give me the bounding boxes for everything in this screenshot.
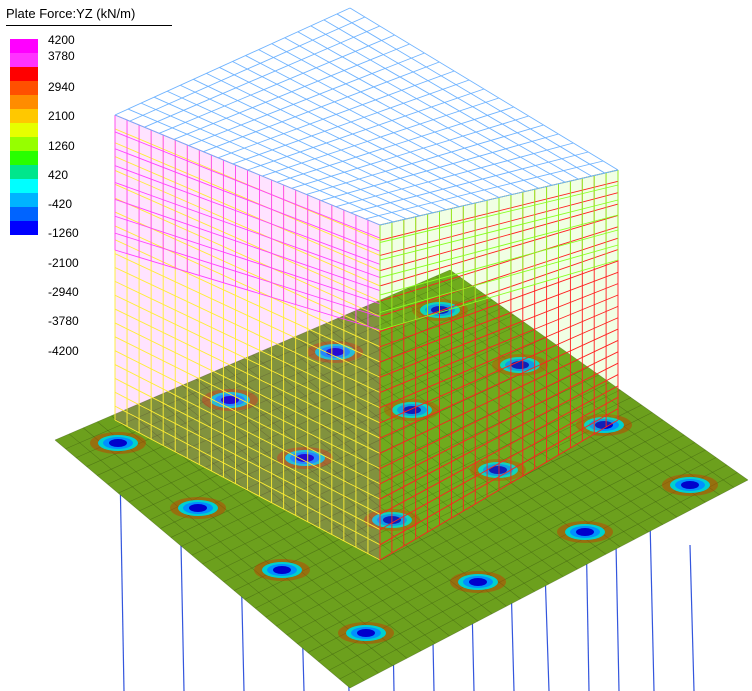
legend-label: -1260 (48, 226, 79, 240)
pile-head-marker (277, 447, 333, 469)
legend-title-underline (6, 25, 172, 26)
wall-mesh (114, 7, 619, 561)
pile-head-marker (307, 341, 363, 363)
legend-label: -420 (48, 197, 73, 211)
legend-swatch (10, 165, 38, 179)
legend-label: -2940 (48, 285, 79, 299)
pile-head-marker (202, 389, 258, 411)
legend-label: 1260 (48, 139, 75, 153)
pile-head-marker (450, 571, 506, 593)
pile-head-marker (338, 622, 394, 644)
legend-label: 3780 (48, 49, 75, 63)
legend-label: 4200 (48, 33, 75, 47)
legend-label: 420 (48, 168, 69, 182)
legend-swatch (10, 39, 38, 53)
legend-label: -4200 (48, 344, 79, 358)
legend-swatch (10, 207, 38, 221)
legend-label: 2100 (48, 109, 75, 123)
pile-head-marker (170, 497, 226, 519)
legend-label: -3780 (48, 314, 79, 328)
legend-label: -2100 (48, 256, 79, 270)
pile-head-stress-markers (90, 299, 718, 644)
legend-label: 2940 (48, 80, 75, 94)
raft-slab (54, 269, 749, 689)
legend-swatch (10, 151, 38, 165)
pile-head-marker (254, 559, 310, 581)
legend-swatch (10, 67, 38, 81)
legend-swatch (10, 123, 38, 137)
color-legend: 4200 3780 2940 2100 1260 420 -420 -1260 … (10, 33, 120, 366)
legend-swatch (10, 109, 38, 123)
legend-swatch (10, 193, 38, 207)
pile-head-marker (662, 474, 718, 496)
legend-swatch (10, 179, 38, 193)
legend-swatch (10, 53, 38, 67)
core-walls (114, 7, 619, 561)
legend-swatch (10, 221, 38, 235)
pile-head-marker (90, 432, 146, 454)
legend-swatch (10, 137, 38, 151)
legend-swatch (10, 95, 38, 109)
legend-swatch (10, 81, 38, 95)
pile-head-marker (557, 521, 613, 543)
legend-title: Plate Force:YZ (kN/m) (6, 6, 136, 21)
pile-head-marker (384, 399, 440, 421)
